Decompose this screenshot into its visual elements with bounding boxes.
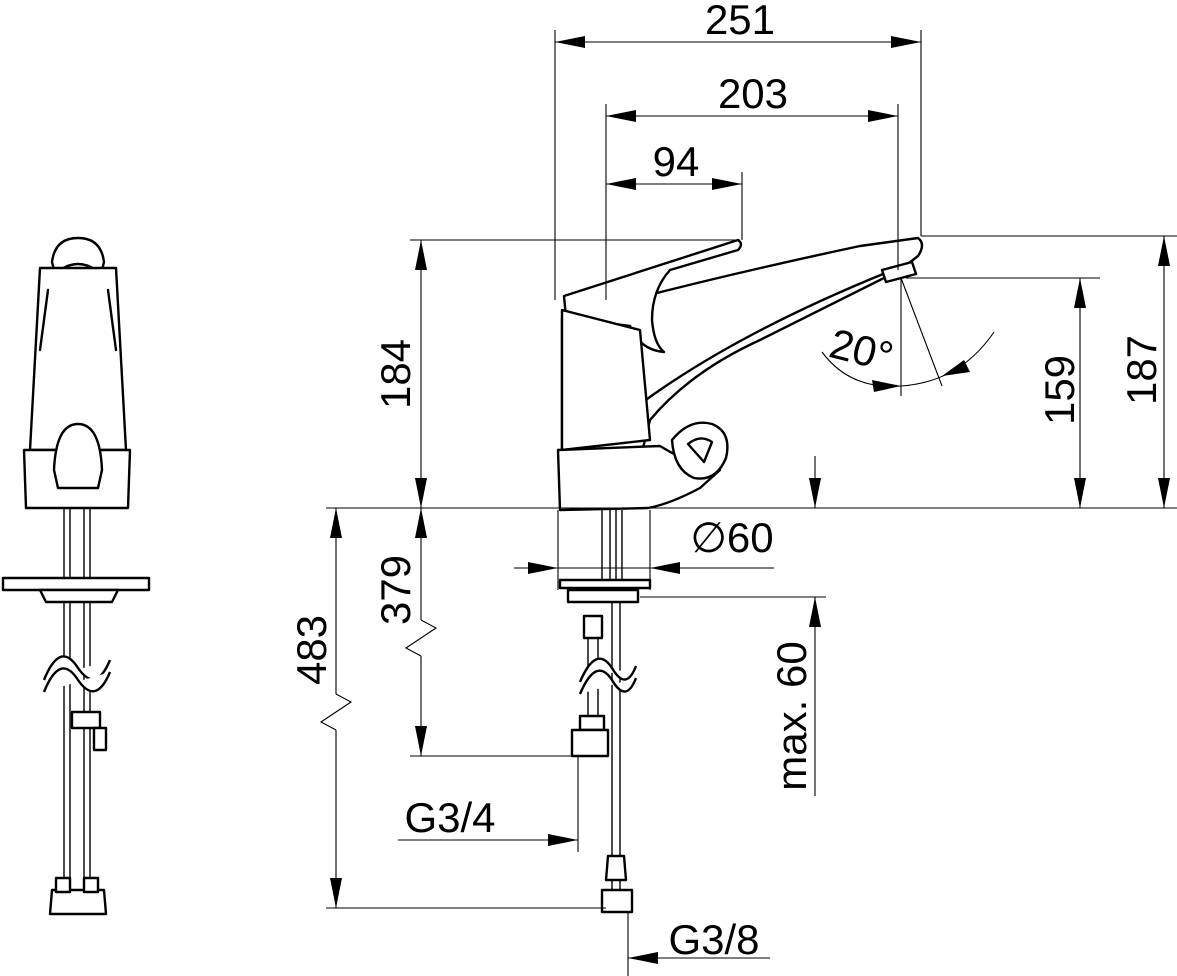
dim-203: 203 (718, 70, 788, 117)
dimension-lines (319, 30, 1177, 976)
dimension-labels: 251 203 94 184 159 187 20° ∅60 379 483 m… (288, 0, 1165, 963)
front-view (556, 236, 924, 914)
dim-184: 184 (372, 339, 419, 409)
dim-angle-20: 20° (825, 319, 898, 380)
dim-diameter-60: ∅60 (690, 514, 773, 561)
label-g3-8: G3/8 (668, 916, 759, 963)
dim-379: 379 (372, 555, 419, 625)
dim-159: 159 (1036, 355, 1083, 425)
side-view (1, 236, 151, 916)
dim-max-60: max. 60 (768, 641, 815, 790)
dim-94: 94 (653, 138, 700, 185)
dim-483: 483 (288, 615, 335, 685)
dim-187: 187 (1118, 335, 1165, 405)
dim-251: 251 (705, 0, 775, 43)
label-g3-4: G3/4 (404, 794, 495, 841)
